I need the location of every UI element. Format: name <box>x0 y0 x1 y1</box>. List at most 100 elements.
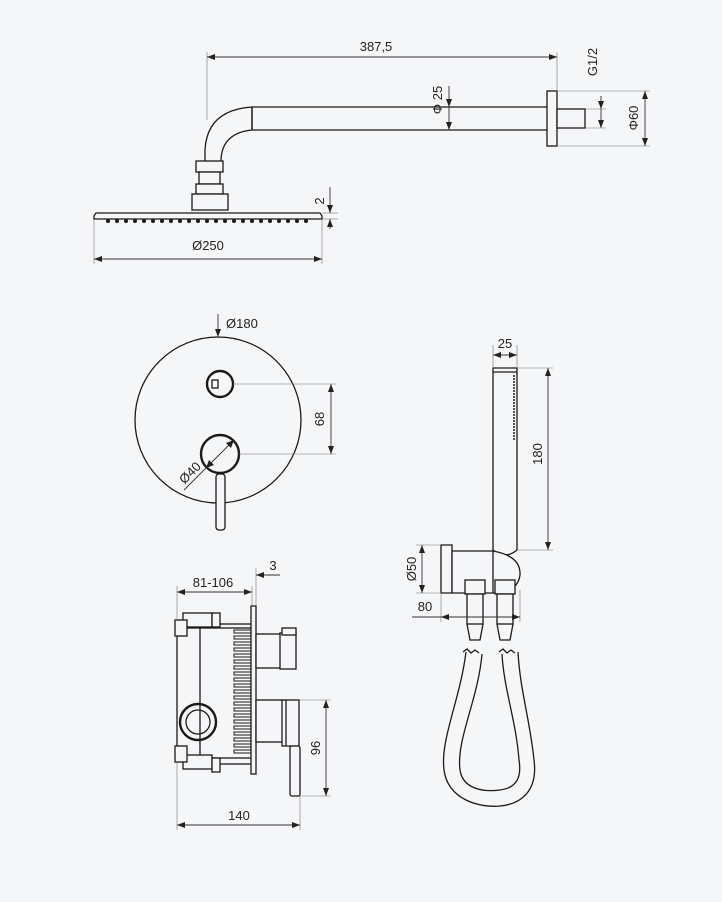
hose-sleeve-right <box>496 593 514 625</box>
dim-install-depth: 81-106 <box>193 575 233 590</box>
handle-lever <box>289 745 301 797</box>
spray-dot <box>513 414 515 416</box>
guard-rib <box>233 749 252 754</box>
rain-head-nozzles <box>106 219 308 223</box>
spray-dot <box>513 396 515 398</box>
dim-arm-diameter: Φ 25 <box>430 86 445 114</box>
wall-flange <box>546 90 558 147</box>
nozzle <box>187 219 191 223</box>
guard-rib <box>233 713 252 718</box>
concealed-box-view: 81-106 3 96 140 <box>174 558 331 830</box>
hand-shower-view: 25 180 Ø50 80 <box>404 336 553 807</box>
spray-dot <box>513 405 515 407</box>
mixer-plate-view: Ø180 68 Ø40 <box>134 314 336 531</box>
guard-rib <box>233 695 252 700</box>
nozzle <box>259 219 263 223</box>
guard-rib <box>233 719 252 724</box>
dim-plate-diameter: Ø180 <box>226 316 258 331</box>
spray-dot <box>513 387 515 389</box>
nozzle <box>277 219 281 223</box>
spray-face-dots <box>513 375 515 440</box>
dim-handle-diameter: Ø40 <box>176 459 204 487</box>
hand-shower-body <box>492 367 518 556</box>
spray-dot <box>513 426 515 428</box>
guard-rib <box>233 701 252 706</box>
diverter-cap <box>279 632 297 670</box>
spray-dot <box>513 384 515 386</box>
spray-dot <box>513 417 515 419</box>
spray-dot <box>513 399 515 401</box>
guard-rib <box>233 677 252 682</box>
spray-dot <box>513 420 515 422</box>
spray-dot <box>513 375 515 377</box>
nozzle <box>268 219 272 223</box>
hose-nut-right <box>494 579 516 595</box>
diverter-knob <box>205 369 235 399</box>
wall-holder <box>440 544 453 594</box>
handle-spindle <box>255 699 284 743</box>
spray-dot <box>513 408 515 410</box>
guard-rib <box>233 641 252 646</box>
dim-thread: G1/2 <box>585 48 600 76</box>
nozzle <box>124 219 128 223</box>
dim-arm-length: 387,5 <box>360 39 393 54</box>
spray-dot <box>513 402 515 404</box>
ball-joint-nut <box>195 183 224 195</box>
nozzle <box>115 219 119 223</box>
hose-outer <box>442 651 536 807</box>
nozzle <box>214 219 218 223</box>
diverter-spindle <box>255 633 282 669</box>
dim-head-diameter: Ø250 <box>192 238 224 253</box>
inlet-port-inner <box>185 709 211 735</box>
guard-rib <box>233 629 252 634</box>
diverter-knob-slot <box>211 379 219 389</box>
nozzle <box>250 219 254 223</box>
dim-handle-length: 180 <box>530 443 545 465</box>
inlet-port-outer <box>178 702 218 742</box>
guard-rib <box>233 689 252 694</box>
nozzle <box>205 219 209 223</box>
guard-rib <box>233 731 252 736</box>
nozzle <box>133 219 137 223</box>
guard-rib <box>233 647 252 652</box>
nozzle <box>142 219 146 223</box>
handle-body <box>281 699 300 747</box>
guard-rib <box>233 671 252 676</box>
spray-dot <box>513 411 515 413</box>
thread-nipple <box>556 108 586 129</box>
shower-arm-view: 387,5 Φ 25 G1/2 Φ60 2 Ø250 <box>93 39 650 264</box>
nozzle <box>151 219 155 223</box>
guard-rib <box>233 683 252 688</box>
spray-dot <box>513 393 515 395</box>
nozzle <box>160 219 164 223</box>
spray-dot <box>513 438 515 440</box>
spray-dot <box>513 378 515 380</box>
nozzle <box>286 219 290 223</box>
guard-rib <box>233 665 252 670</box>
guard-rib <box>233 707 252 712</box>
nozzle <box>178 219 182 223</box>
wall-plate <box>250 605 257 775</box>
head-neck <box>191 193 229 211</box>
nozzle <box>196 219 200 223</box>
dim-box-width: 140 <box>228 808 250 823</box>
dim-head-thickness: 2 <box>312 197 327 204</box>
dim-handle-spacing: 68 <box>312 412 327 426</box>
guard-rib <box>233 653 252 658</box>
hose-inner <box>458 653 521 792</box>
mixer-lever <box>215 473 226 531</box>
dim-holder-depth: 80 <box>418 599 432 614</box>
guard-rib <box>233 635 252 640</box>
arm-pipe <box>204 106 547 165</box>
spray-dot <box>513 390 515 392</box>
spray-dot <box>513 432 515 434</box>
spray-dot <box>513 423 515 425</box>
plaster-guard-ribs <box>233 629 252 754</box>
rain-head <box>93 212 323 220</box>
guard-rib <box>233 743 252 748</box>
nozzle <box>169 219 173 223</box>
guard-rib <box>233 737 252 742</box>
hose-nut-left <box>464 579 486 595</box>
dim-outlet-height: 96 <box>308 741 323 755</box>
